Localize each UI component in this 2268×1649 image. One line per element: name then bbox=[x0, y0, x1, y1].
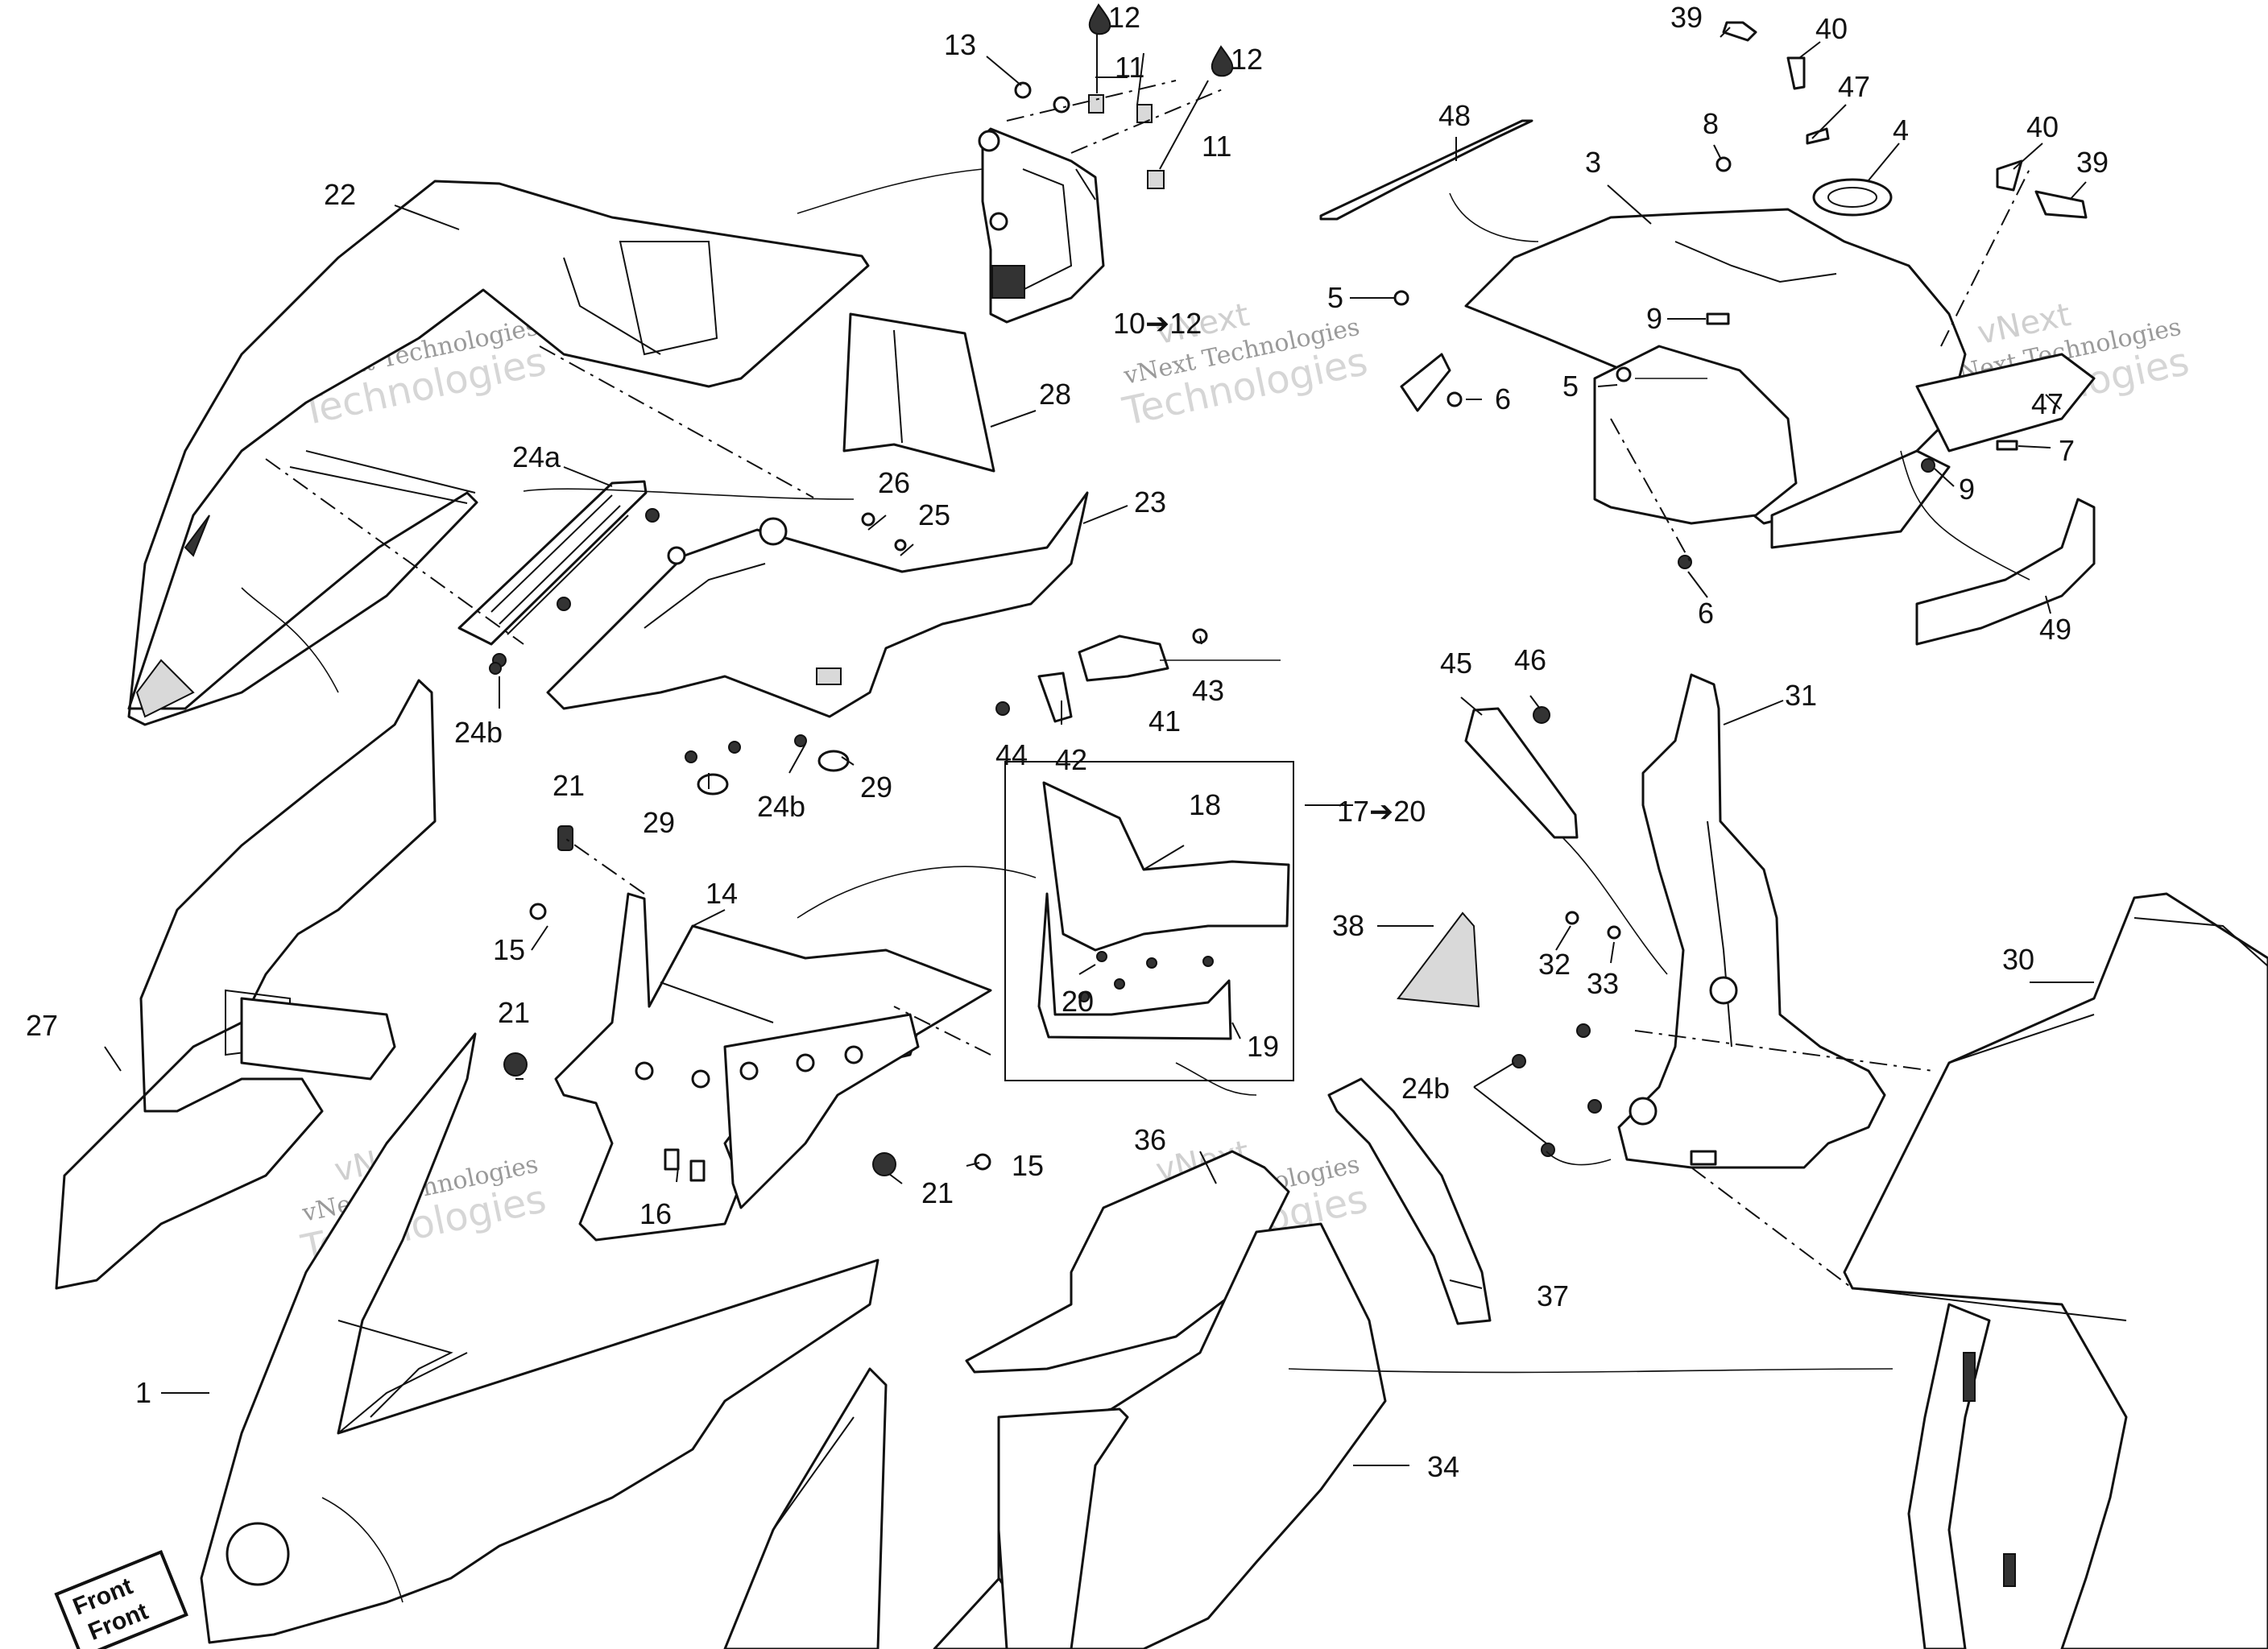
part-45-strap bbox=[1464, 706, 1579, 839]
alignment-lines bbox=[241, 80, 2030, 1603]
callout-5: 5 bbox=[1327, 281, 1343, 314]
callout-22: 22 bbox=[324, 178, 356, 211]
oil-drop-icon bbox=[1211, 45, 1234, 77]
part-49-strip bbox=[1915, 498, 2096, 646]
callout-27: 27 bbox=[26, 1009, 58, 1042]
part-37-strip bbox=[1327, 1077, 1492, 1325]
callout-7: 7 bbox=[2059, 434, 2075, 467]
callout-43: 43 bbox=[1192, 674, 1224, 707]
part-48-strip bbox=[1319, 119, 1533, 221]
part-1-front-fairing bbox=[200, 1032, 1016, 1649]
watermark-center-top: vNext vNext Technologies Technologies bbox=[1119, 296, 1372, 435]
callout-6: 6 bbox=[1698, 597, 1714, 630]
callout-39: 39 bbox=[1670, 1, 1703, 34]
part-28-panel bbox=[842, 312, 995, 473]
callout-8: 8 bbox=[1703, 107, 1719, 140]
callout-24b: 24b bbox=[1401, 1072, 1450, 1105]
part-41-clip bbox=[995, 628, 1208, 723]
callout-46: 46 bbox=[1514, 643, 1546, 676]
callout-30: 30 bbox=[2002, 943, 2034, 976]
fasteners-15-16-21 bbox=[503, 825, 991, 1182]
callout-32: 32 bbox=[1538, 948, 1571, 981]
callout-19: 19 bbox=[1247, 1030, 1279, 1063]
callout-6: 6 bbox=[1495, 382, 1511, 415]
callout-9: 9 bbox=[1959, 473, 1975, 506]
callout-39: 39 bbox=[2076, 146, 2109, 179]
callout-24b: 24b bbox=[454, 716, 503, 749]
callout-31: 31 bbox=[1785, 679, 1817, 712]
callout-47: 47 bbox=[2031, 387, 2063, 420]
fasteners-11-13 bbox=[1014, 81, 1165, 189]
callout-45: 45 bbox=[1440, 647, 1472, 680]
callout-4: 4 bbox=[1893, 114, 1909, 147]
part-3-tank-cover bbox=[1400, 178, 2096, 549]
fasteners-24b-25-26-29 bbox=[489, 512, 907, 796]
callout-23: 23 bbox=[1134, 486, 1166, 519]
callout-24a: 24a bbox=[512, 440, 561, 473]
callout-21: 21 bbox=[498, 996, 530, 1029]
callout-25: 25 bbox=[918, 498, 950, 531]
callout-24b: 24b bbox=[757, 790, 805, 823]
callout-15: 15 bbox=[1012, 1149, 1044, 1182]
callout-10-12: 10➔12 bbox=[1113, 307, 1202, 340]
oil-drop-icon bbox=[1088, 3, 1111, 35]
callout-11: 11 bbox=[1202, 130, 1231, 163]
callout-21: 21 bbox=[553, 769, 585, 802]
part-34-panel bbox=[997, 1222, 1387, 1649]
callout-44: 44 bbox=[995, 738, 1028, 771]
part-27-side-panel bbox=[55, 679, 437, 1290]
part-23-side-bracket bbox=[546, 491, 1089, 718]
callout-17-20: 17➔20 bbox=[1337, 795, 1426, 828]
callout-13: 13 bbox=[944, 28, 976, 61]
part-22-front-fairing bbox=[127, 180, 870, 726]
callout-9: 9 bbox=[1646, 302, 1662, 335]
callout-18: 18 bbox=[1189, 788, 1221, 821]
part-24a-grill bbox=[457, 480, 660, 667]
callout-40: 40 bbox=[2026, 110, 2059, 143]
callout-41: 41 bbox=[1148, 705, 1181, 738]
callout-28: 28 bbox=[1039, 378, 1071, 411]
part-31-bracket bbox=[1617, 673, 1886, 1169]
part-38-wedge bbox=[1397, 911, 1480, 1008]
callout-20: 20 bbox=[1062, 985, 1094, 1018]
callout-16: 16 bbox=[639, 1197, 672, 1230]
box-parts-17-20 bbox=[1004, 761, 1294, 1081]
callout-34: 34 bbox=[1427, 1450, 1459, 1483]
callout-36: 36 bbox=[1134, 1123, 1166, 1156]
callout-33: 33 bbox=[1587, 967, 1619, 1000]
callout-labels: 13 12 11 12 11 10➔12 22 28 24a 26 25 23 … bbox=[26, 1, 2109, 1483]
callout-12: 12 bbox=[1108, 1, 1140, 34]
callout-5: 5 bbox=[1562, 370, 1579, 403]
callout-29: 29 bbox=[860, 771, 892, 804]
callout-48: 48 bbox=[1438, 99, 1471, 132]
callout-15: 15 bbox=[493, 933, 525, 966]
callout-3: 3 bbox=[1585, 146, 1601, 179]
part-36-panel bbox=[965, 1150, 1290, 1374]
callout-47: 47 bbox=[1838, 70, 1870, 103]
callout-leaders bbox=[104, 27, 2094, 1466]
callout-12: 12 bbox=[1231, 43, 1263, 76]
callout-42: 42 bbox=[1055, 743, 1087, 776]
callout-14: 14 bbox=[706, 877, 738, 910]
callout-11: 11 bbox=[1115, 51, 1144, 84]
front-label: Front Front bbox=[54, 1549, 188, 1649]
fasteners-3-assembly bbox=[1393, 21, 2088, 569]
fasteners-24b-32-33 bbox=[1512, 911, 1621, 1157]
callout-38: 38 bbox=[1332, 909, 1364, 942]
callout-49: 49 bbox=[2039, 613, 2071, 646]
callout-21: 21 bbox=[921, 1176, 954, 1209]
part-30-right-fairing bbox=[1843, 892, 2268, 1649]
part-10-bracket bbox=[978, 127, 1105, 324]
callout-40: 40 bbox=[1815, 12, 1848, 45]
callout-1: 1 bbox=[135, 1376, 151, 1409]
callout-26: 26 bbox=[878, 466, 910, 499]
callout-29: 29 bbox=[643, 806, 675, 839]
callout-37: 37 bbox=[1537, 1279, 1569, 1312]
